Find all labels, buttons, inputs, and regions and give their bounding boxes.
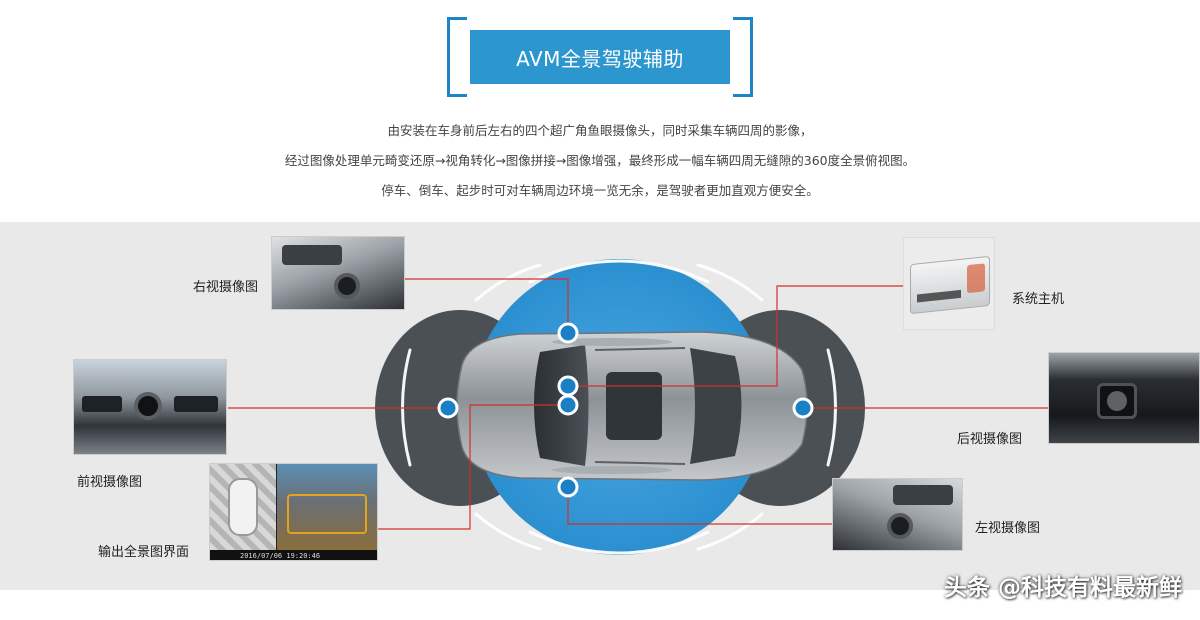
frame-corner-left bbox=[447, 17, 467, 97]
connector-lines bbox=[228, 278, 1048, 530]
camera-node-icon bbox=[557, 394, 579, 416]
system-host-label: 系统主机 bbox=[1012, 292, 1065, 307]
coverage-arcs bbox=[401, 259, 837, 555]
screen-timestamp: 2016/07/06 19:20:46 bbox=[210, 550, 377, 560]
output-interface-label: 输出全景图界面 bbox=[98, 545, 190, 560]
camera-node-icon bbox=[437, 397, 459, 419]
description-line-2: 经过图像处理单元畸变还原→视角转化→图像拼接→图像增强，最终形成一幅车辆四周无缝… bbox=[284, 153, 916, 168]
rear-camera-image bbox=[1048, 352, 1200, 444]
frame-corner-right bbox=[733, 17, 753, 97]
description-line-1: 由安装在车身前后左右的四个超广角鱼眼摄像头，同时采集车辆四周的影像， bbox=[387, 123, 813, 138]
left-camera-label: 左视摄像图 bbox=[975, 521, 1041, 536]
camera-node-icon bbox=[557, 375, 579, 397]
rear-camera-label: 后视摄像图 bbox=[957, 432, 1023, 447]
page-title: AVM全景驾驶辅助 bbox=[470, 30, 730, 84]
description-line-3: 停车、倒车、起步时可对车辆周边环境一览无余，是驾驶者更加直观方便安全。 bbox=[381, 183, 819, 198]
camera-node-icon bbox=[792, 397, 814, 419]
front-camera-image bbox=[73, 359, 227, 455]
left-camera-image bbox=[832, 478, 963, 551]
front-camera-label: 前视摄像图 bbox=[77, 475, 143, 490]
watermark: 头条 @科技有料最新鲜 bbox=[943, 575, 1182, 601]
camera-node-icon bbox=[557, 476, 579, 498]
right-camera-image bbox=[271, 236, 405, 310]
title-frame: AVM全景驾驶辅助 bbox=[447, 17, 753, 97]
camera-node-icon bbox=[557, 322, 579, 344]
right-camera-label: 右视摄像图 bbox=[193, 280, 259, 295]
system-host-device bbox=[903, 237, 995, 330]
car-illustration bbox=[456, 331, 808, 481]
camera-node-icons bbox=[437, 322, 814, 498]
output-panorama-screen: 2016/07/06 19:20:46 bbox=[209, 463, 378, 561]
